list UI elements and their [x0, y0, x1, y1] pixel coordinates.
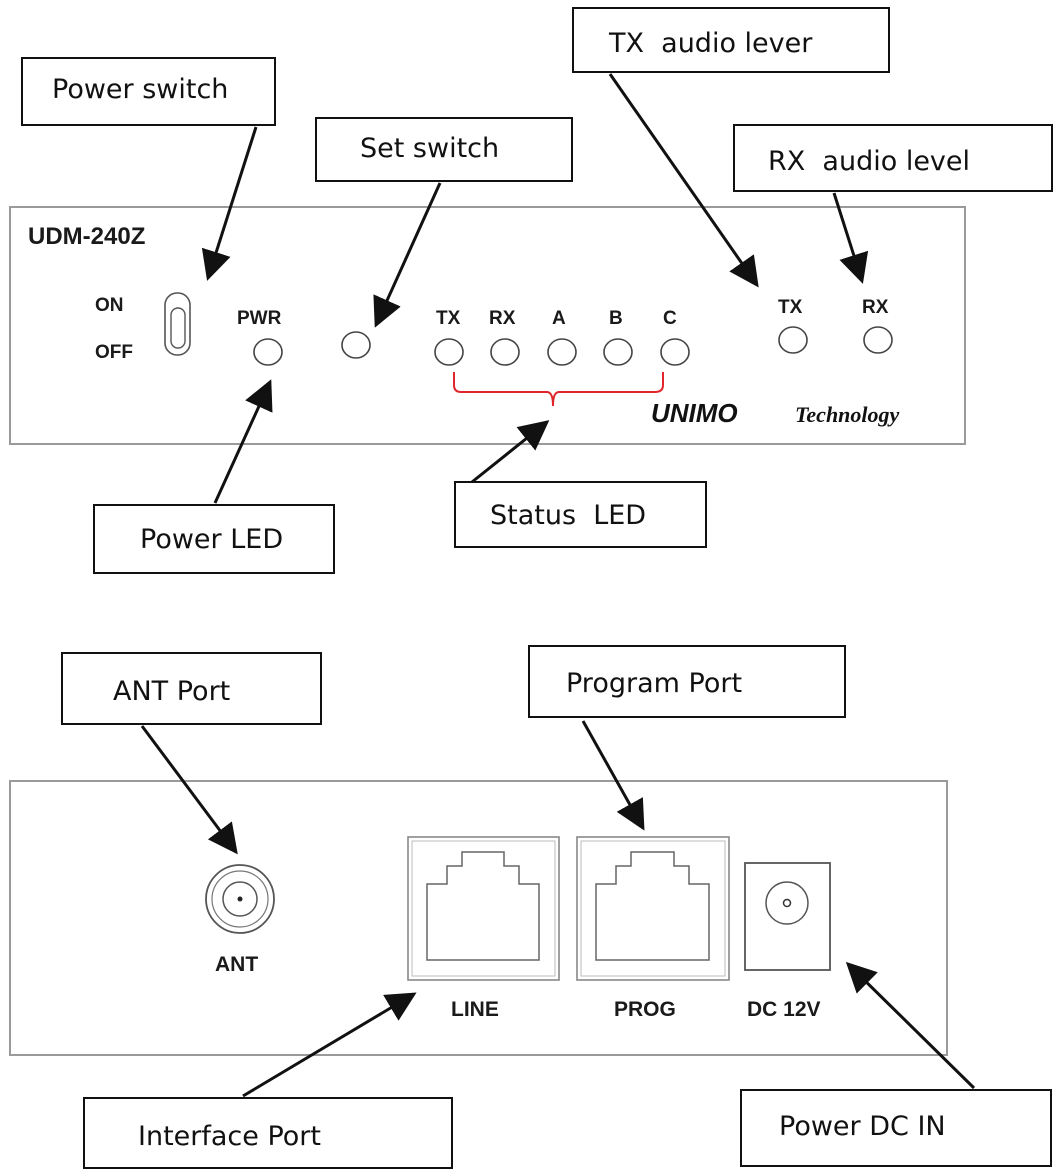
status-led-a [547, 338, 577, 366]
brand-suffix: Technology [795, 402, 900, 427]
callout-power-dc-in-box [740, 1089, 1052, 1167]
prog-port-connector [576, 836, 730, 981]
switch-off-label: OFF [95, 342, 133, 363]
callout-tx-audio: TX audio lever [608, 28, 813, 59]
ant-label: ANT [215, 953, 258, 976]
rx-level-label: RX [862, 297, 889, 318]
callout-power-dc-in: Power DC IN [779, 1111, 946, 1142]
arrow-ant-port [140, 725, 238, 855]
callout-program-port-box [528, 645, 846, 718]
line-port-connector [407, 836, 560, 981]
callout-interface-port: Interface Port [138, 1121, 321, 1152]
switch-on-label: ON [95, 295, 124, 316]
callout-ant-port-box [61, 652, 322, 725]
dc-label: DC 12V [747, 998, 821, 1021]
arrow-rx-audio [832, 192, 869, 284]
led-label-c: C [663, 308, 677, 329]
callout-tx-audio-box [572, 7, 890, 73]
arrow-program-port [581, 720, 645, 831]
line-label: LINE [451, 998, 499, 1021]
status-led-rx [490, 338, 520, 366]
tx-level-label: TX [778, 297, 803, 318]
rx-level-led [863, 326, 893, 354]
arrow-status-led [471, 420, 550, 484]
callout-power-led: Power LED [140, 524, 283, 555]
front-callouts: Power switch Set switch TX audio lever R… [21, 7, 1053, 574]
callout-status-led-box [454, 481, 707, 548]
model-label: UDM-240Z [28, 223, 145, 250]
arrow-interface-port [242, 992, 417, 1098]
callout-power-switch-box [21, 57, 276, 126]
power-toggle-switch[interactable] [164, 292, 191, 356]
callout-set-switch: Set switch [360, 133, 499, 164]
led-label-b: B [609, 308, 623, 329]
callout-ant-port: ANT Port [113, 676, 230, 707]
status-led-tx [434, 338, 464, 366]
tx-level-led [778, 326, 808, 354]
arrow-power-led [213, 379, 273, 504]
arrow-power-switch [201, 126, 258, 281]
status-led-c [660, 338, 690, 366]
led-label-tx: TX [436, 308, 461, 329]
pwr-label: PWR [237, 308, 282, 329]
rear-callouts: ANT Port Program Port Interface Port Pow… [61, 645, 1052, 1169]
callout-status-led: Status LED [490, 500, 646, 531]
arrow-tx-audio [608, 73, 759, 288]
callout-program-port: Program Port [566, 668, 742, 699]
callout-power-led-box [93, 504, 335, 574]
prog-label: PROG [614, 998, 676, 1021]
status-led-b [603, 338, 633, 366]
set-switch-button[interactable] [341, 331, 371, 359]
power-led [253, 338, 283, 366]
ant-port-connector [205, 864, 275, 934]
arrow-set-switch [373, 182, 442, 328]
brand-name: UNIMO [651, 398, 738, 428]
led-label-a: A [552, 308, 566, 329]
status-led-bracket [453, 372, 664, 407]
arrow-power-dc-in [845, 961, 976, 1090]
dc-jack-connector [744, 862, 831, 971]
callout-interface-port-box [83, 1097, 453, 1169]
led-label-rx: RX [489, 308, 516, 329]
rear-panel: ANT LINE PROG DC 12V [9, 780, 948, 1056]
callout-power-switch: Power switch [52, 74, 228, 105]
callout-rx-audio-box [733, 124, 1053, 192]
callout-rx-audio: RX audio level [768, 146, 970, 177]
front-panel: UDM-240Z ON OFF PWR TX RX A B C TX RX UN… [9, 206, 966, 445]
callout-set-switch-box [315, 117, 573, 182]
